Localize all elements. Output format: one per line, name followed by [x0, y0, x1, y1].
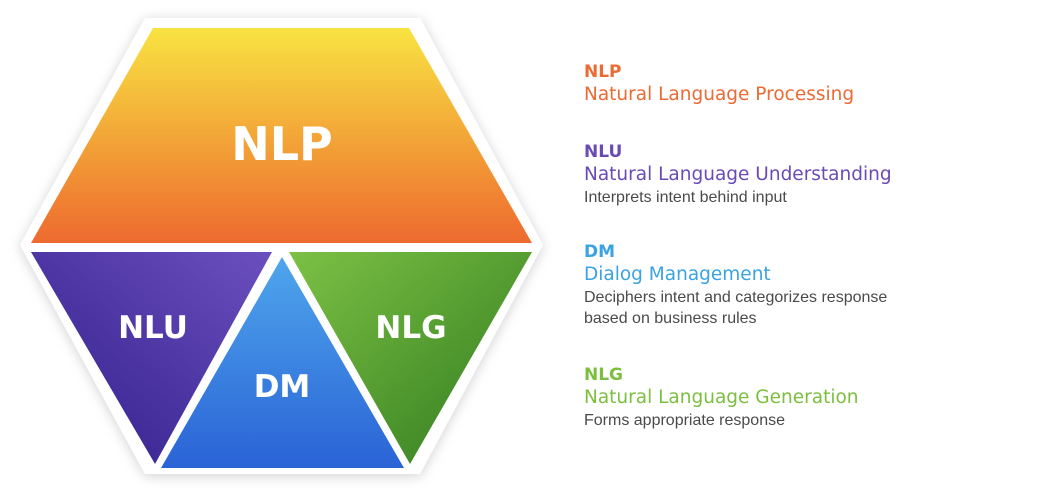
legend-nlg-description: Forms appropriate response [584, 412, 785, 429]
legend-item-dm: DM Dialog Management Deciphers intent an… [584, 241, 1044, 329]
nlg-segment-label: NLG [375, 310, 446, 346]
legend-item-nlp: NLP Natural Language Processing [584, 61, 1044, 107]
legend-dm-abbr: DM [584, 242, 616, 262]
dm-segment-label: DM [254, 369, 311, 405]
nlu-segment-label: NLU [118, 310, 188, 346]
legend-nlg-full: Natural Language Generation [584, 387, 859, 408]
nlu-segment [31, 252, 272, 464]
legend-nlp-full: Natural Language Processing [584, 84, 855, 105]
legend-nlp-abbr: NLP [584, 62, 622, 82]
legend-dm-description-line-2: based on business rules [584, 310, 757, 327]
legend-item-nlg: NLG Natural Language Generation Forms ap… [584, 364, 1044, 431]
legend-nlu-abbr: NLU [584, 142, 623, 162]
legend-dm-full: Dialog Management [584, 264, 771, 285]
nlg-segment [289, 252, 532, 464]
nlp-segment [31, 28, 532, 243]
legend-item-nlu: NLU Natural Language Understanding Inter… [584, 141, 1044, 208]
legend-nlu-full: Natural Language Understanding [584, 164, 892, 185]
nlp-segment-label: NLP [231, 117, 333, 171]
legend-nlg-abbr: NLG [584, 365, 624, 385]
dm-segment [161, 257, 404, 468]
legend-dm-description-line-1: Deciphers intent and categorizes respons… [584, 289, 888, 306]
legend-nlu-description: Interprets intent behind input [584, 189, 787, 206]
